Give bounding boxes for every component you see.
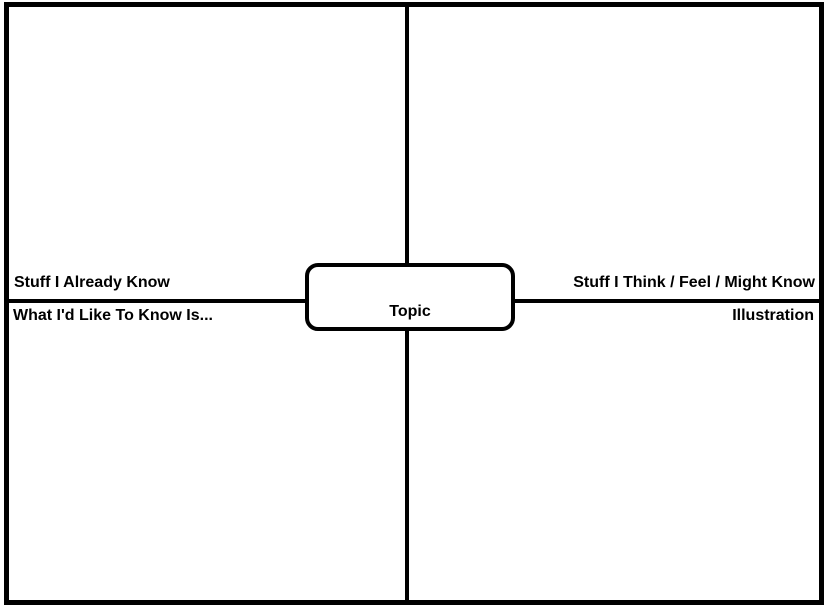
topic-box-label: Topic <box>389 303 431 320</box>
quadrant-label-illustration: Illustration <box>732 307 814 324</box>
quadrant-like-to-know-area <box>9 303 405 600</box>
quadrant-think-feel-might-know-area <box>409 7 819 299</box>
quadrant-label-already-know: Stuff I Already Know <box>14 274 170 291</box>
quadrant-illustration-area <box>409 303 819 600</box>
quadrant-already-know-area <box>9 7 405 299</box>
topic-box: Topic <box>305 263 515 331</box>
quadrant-label-like-to-know: What I'd Like To Know Is... <box>13 307 213 324</box>
quadrant-label-think-feel-might-know: Stuff I Think / Feel / Might Know <box>573 274 815 291</box>
